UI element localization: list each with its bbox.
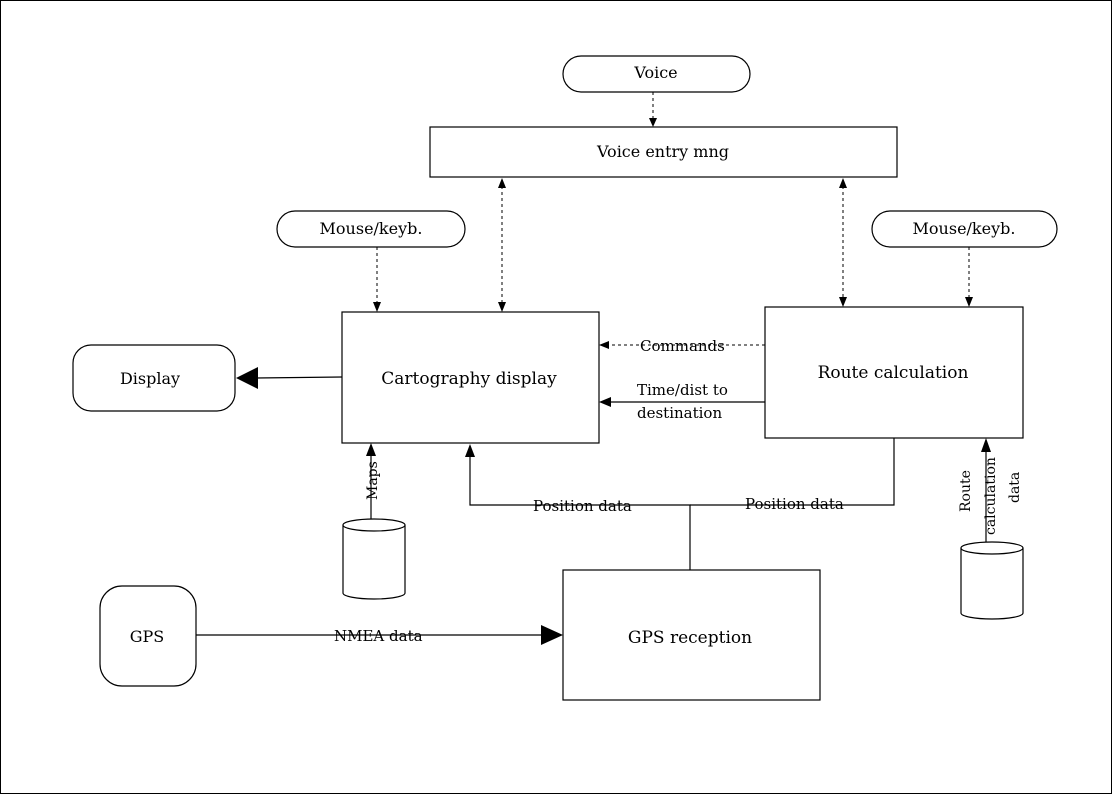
cartography-display-line [255,376,343,379]
maps-arrowhead [366,443,376,456]
nmea-label: NMEA data [334,627,423,645]
mouse-right-arrowhead [965,297,973,307]
route-data-arrowhead [981,438,991,452]
entry-route-edge [839,178,847,307]
maps-label: Maps [365,461,381,500]
gps-reception-shape [562,569,821,701]
route-data-label-1: Route [958,470,974,512]
voice-to-entry-edge [649,92,657,127]
voice-entry-label: Voice entry mng [596,142,729,161]
cartography-label: Cartography display [381,369,557,389]
gps-label: GPS [130,627,165,646]
route-database [960,541,1024,620]
route-calc-node: Route calculation [764,306,1024,439]
gps-node: GPS [99,585,197,687]
route-db-body [960,548,1024,620]
nmea-edge: NMEA data [196,625,563,645]
entry-route-arrowhead-down [839,297,847,307]
mouse-right-shape [871,210,1058,248]
commands-arrowhead [599,341,609,349]
position-right-line [690,438,895,506]
voice-entry-shape [429,126,898,178]
maps-database [342,518,406,600]
voice-to-entry-arrowhead [649,118,657,127]
route-db-top [960,541,1024,555]
display-shape [72,344,236,412]
voice-entry-node: Voice entry mng [429,126,898,178]
voice-node: Voice [562,55,751,93]
mouse-left-edge [373,247,381,312]
route-data-edge: Route calculation data [958,438,1023,542]
mouse-right-edge [965,247,973,307]
mouse-left-label: Mouse/keyb. [320,219,423,238]
gps-reception-label: GPS reception [628,628,752,648]
display-label: Display [120,369,180,388]
entry-cartography-arrowhead-up [498,178,506,188]
maps-db-body [342,525,406,600]
commands-edge: Commands [599,337,765,355]
mouse-right-label: Mouse/keyb. [913,219,1016,238]
entry-cartography-arrowhead-down [498,302,506,312]
position-left-line [469,456,691,570]
entry-route-arrowhead-up [839,178,847,188]
route-calc-label: Route calculation [818,363,969,383]
mouse-right-node: Mouse/keyb. [871,210,1058,248]
mouse-left-node: Mouse/keyb. [276,210,466,248]
display-node: Display [72,344,236,412]
mouse-left-shape [276,210,466,248]
nmea-arrowhead [541,625,563,645]
time-dist-label-2: destination [637,404,722,422]
position-left-arrowhead [465,444,475,457]
position-edge: Position data Position data [465,438,895,570]
mouse-left-arrowhead [373,302,381,312]
cartography-display-arrowhead [236,367,258,389]
maps-db-top [342,518,406,532]
commands-label: Commands [640,337,725,355]
gps-shape [99,585,197,687]
cartography-shape [341,311,600,444]
gps-reception-node: GPS reception [562,569,821,701]
position-right-label: Position data [745,495,844,513]
time-dist-edge: Time/dist to destination [599,381,765,422]
time-dist-arrowhead [599,397,611,407]
route-data-label-3: data [1007,472,1023,503]
cartography-display-edge [236,367,343,389]
time-dist-label-1: Time/dist to [637,381,728,399]
voice-shape [562,55,751,93]
route-data-label-2: calculation [983,457,999,535]
entry-cartography-edge [498,178,506,312]
position-left-label: Position data [533,497,632,515]
maps-edge: Maps [365,443,381,519]
voice-label: Voice [633,63,677,82]
cartography-node: Cartography display [341,311,600,444]
